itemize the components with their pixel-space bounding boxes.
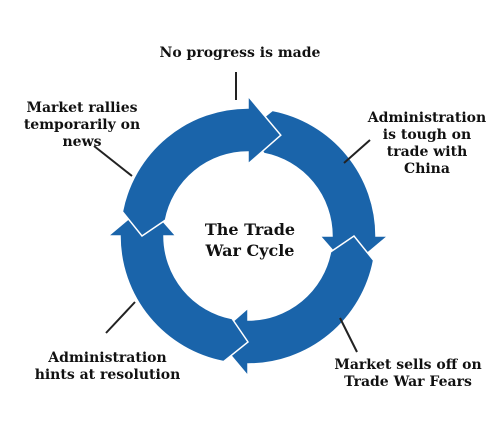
step-label-market-rallies: Market rallies temporarily on news (23, 100, 141, 150)
cycle-arrow-segment (121, 93, 282, 238)
cycle-arrow-segment (246, 109, 391, 270)
cycle-title: The Trade War Cycle (204, 220, 296, 260)
connector-line (339, 317, 358, 353)
step-label-no-progress: No progress is made (159, 45, 321, 61)
cycle-arrow-segment (214, 234, 375, 379)
connector-line (343, 139, 371, 164)
step-label-hints-resolution: Administration hints at resolution (34, 350, 181, 383)
step-label-tough-on-trade: Administration is tough on trade with Ch… (367, 110, 487, 177)
connector-line (93, 145, 133, 177)
cycle-arrow-segment (105, 202, 250, 363)
step-label-market-sells-off: Market sells off on Trade War Fears (334, 357, 482, 390)
connector-line (105, 301, 136, 334)
